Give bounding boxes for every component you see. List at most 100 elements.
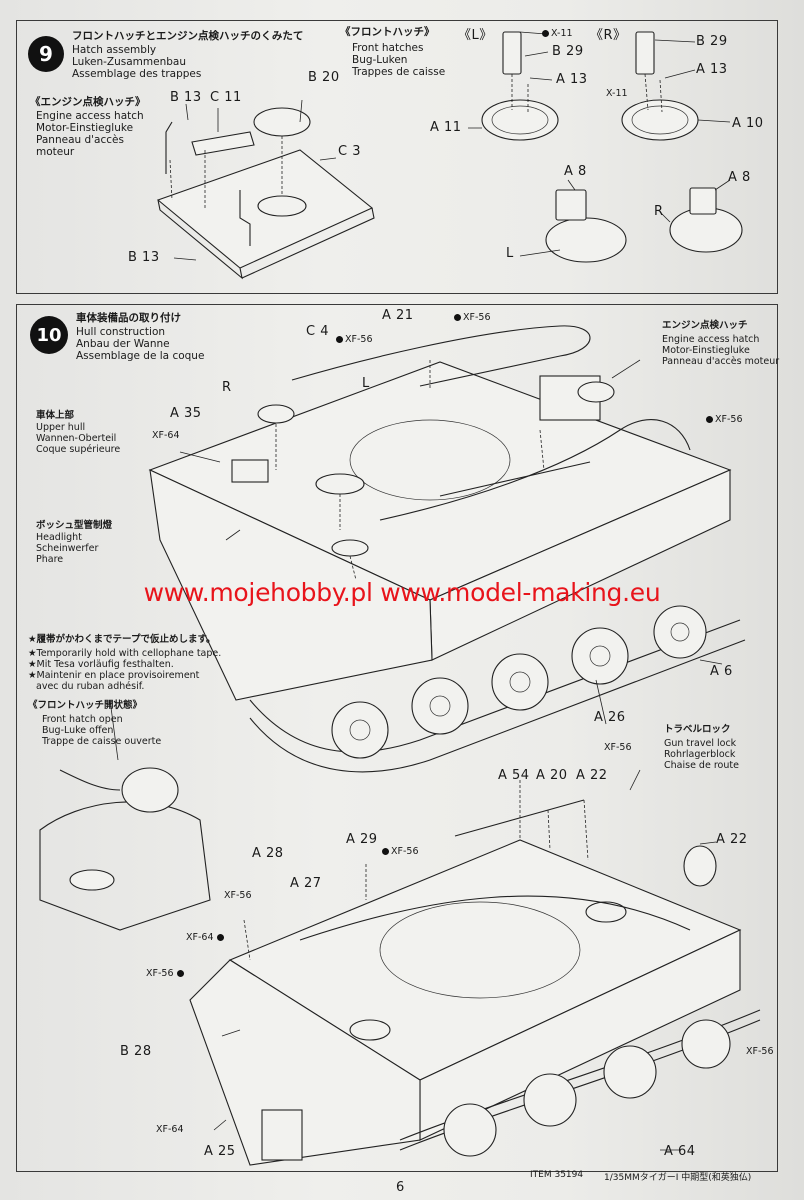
part-a11: A 11 xyxy=(430,120,462,135)
front-hatch-left-label: 《L》 xyxy=(458,28,493,43)
step-10-title-en: Hull construction xyxy=(76,326,166,338)
part-b20: B 20 xyxy=(308,70,340,85)
paint-drop-icon xyxy=(335,335,344,344)
part-a54: A 54 xyxy=(498,768,530,783)
part-x11-right: X-11 xyxy=(606,88,628,99)
paint-code-xf56-b: XF-56 xyxy=(453,312,491,323)
headlight-fr: Phare xyxy=(36,554,64,565)
footer-item-number: ITEM 35194 xyxy=(530,1170,584,1180)
part-a27: A 27 xyxy=(290,876,322,891)
part-a8-left: A 8 xyxy=(564,164,587,179)
upper-hull-jp: 車体上部 xyxy=(36,410,75,421)
paint-drop-icon xyxy=(381,847,390,856)
front-hatch-right-label: 《R》 xyxy=(590,28,627,43)
engine-hatch-10-en: Engine access hatch xyxy=(662,334,760,345)
tape-note-fr1: ★Maintenir en place provisoirement xyxy=(28,670,200,681)
part-a26: A 26 xyxy=(594,710,626,725)
paint-code-xf56-c: XF-56 xyxy=(705,414,743,425)
engine-hatch-title-fr2: moteur xyxy=(36,146,75,158)
front-hatch-open-jp: 《フロントハッチ開状態》 xyxy=(28,700,143,711)
page-number: 6 xyxy=(396,1180,405,1195)
paint-code-xf56-d: XF-56 xyxy=(604,742,632,753)
part-c4: C 4 xyxy=(306,324,329,339)
engine-hatch-title-de: Motor-Einstiegluke xyxy=(36,122,134,134)
part-a6: A 6 xyxy=(710,664,733,679)
tape-note-en: ★Temporarily hold with cellophane tape. xyxy=(28,648,222,659)
part-b29-right: B 29 xyxy=(696,34,728,49)
hull-lower-drawing xyxy=(189,769,761,1166)
engine-hatch-10-fr: Panneau d'accès moteur xyxy=(662,356,780,367)
paint-drop-icon xyxy=(175,969,185,978)
paint-code-xf64-b-text: XF-64 xyxy=(186,932,214,943)
part-b13-top: B 13 xyxy=(170,90,202,105)
part-a22-right: A 22 xyxy=(716,832,748,847)
step-9-frame xyxy=(16,20,778,294)
paint-drop-icon xyxy=(541,29,550,38)
paint-code-xf56-f: XF-56 xyxy=(224,890,252,901)
part-a10: A 10 xyxy=(732,116,764,131)
paint-code-xf56-a: XF-56 xyxy=(335,334,373,345)
gun-lock-jp: トラベルロック xyxy=(664,724,731,735)
part-c11: C 11 xyxy=(210,90,242,105)
paint-drop-icon xyxy=(453,313,462,322)
front-hatches-title-en: Front hatches xyxy=(352,42,424,54)
engine-hatch-title-fr1: Panneau d'accès xyxy=(36,134,124,146)
tape-note-de: ★Mit Tesa vorläufig festhalten. xyxy=(28,659,174,670)
part-c3: C 3 xyxy=(338,144,361,159)
paint-code-xf64-b: XF-64 xyxy=(186,932,226,943)
engine-hatch-10-de: Motor-Einstiegluke xyxy=(662,345,750,356)
part-a22-top: A 22 xyxy=(576,768,608,783)
front-hatch-open-inset-drawing xyxy=(39,699,211,931)
engine-hatch-title-en: Engine access hatch xyxy=(36,110,144,122)
engine-hatch-title-jp: 《エンジン点検ハッチ》 xyxy=(30,96,146,108)
gun-lock-en: Gun travel lock xyxy=(664,738,737,749)
paint-drop-icon xyxy=(705,415,714,424)
headlight-jp: ボッシュ型管制燈 xyxy=(36,520,113,531)
front-hatch-open-de: Bug-Luke offen xyxy=(42,725,114,736)
paint-code-xf56-g: XF-56 xyxy=(146,968,186,979)
paint-code-xf56-e: XF-56 xyxy=(381,846,419,857)
step-10-title-de: Anbau der Wanne xyxy=(76,338,170,350)
part-a29: A 29 xyxy=(346,832,378,847)
paint-code-xf56-c-text: XF-56 xyxy=(715,414,743,425)
paint-code-xf56-b-text: XF-56 xyxy=(463,312,491,323)
step-9-number: 9 xyxy=(28,36,64,72)
part-x11-left: X-11 xyxy=(541,28,573,39)
front-hatch-open-fr: Trappe de caisse ouverte xyxy=(42,736,162,747)
upper-hull-en: Upper hull xyxy=(36,422,86,433)
upper-hull-fr: Coque supérieure xyxy=(36,444,121,455)
part-a20: A 20 xyxy=(536,768,568,783)
step-10-title-fr: Assemblage de la coque xyxy=(76,350,205,362)
part-b29-left: B 29 xyxy=(552,44,584,59)
step-10-frame xyxy=(16,304,778,1172)
part-l-step9: L xyxy=(506,246,514,261)
step-10-number: 10 xyxy=(30,316,68,354)
upper-hull-de: Wannen-Oberteil xyxy=(36,433,117,444)
hull-upper-drawing xyxy=(148,325,746,773)
paint-code-xf64-a: XF-64 xyxy=(152,430,180,441)
gun-lock-fr: Chaise de route xyxy=(664,760,739,771)
front-hatches-title-de: Bug-Luken xyxy=(352,54,408,66)
part-a21: A 21 xyxy=(382,308,414,323)
step-9-title-jp: フロントハッチとエンジン点検ハッチのくみたて xyxy=(72,30,304,42)
headlight-de: Scheinwerfer xyxy=(36,543,99,554)
part-l-step10: L xyxy=(362,376,370,391)
gun-lock-de: Rohrlagerblock xyxy=(664,749,736,760)
paint-code-xf56-e-text: XF-56 xyxy=(391,846,419,857)
front-hatch-left-drawing xyxy=(468,31,627,263)
paint-code-xf64-c: XF-64 xyxy=(156,1124,184,1135)
part-a25: A 25 xyxy=(204,1144,236,1159)
paint-code-xf56-a-text: XF-56 xyxy=(345,334,373,345)
footer-kit-title: 1/35MMタイガーI 中期型(和英独仏) xyxy=(604,1173,752,1183)
step-9-title-en: Hatch assembly xyxy=(72,44,157,56)
tape-note-jp: ★履帯がかわくまでテープで仮止めします。 xyxy=(28,634,216,645)
part-a35: A 35 xyxy=(170,406,202,421)
step-10-title-jp: 車体装備品の取り付け xyxy=(76,312,181,324)
part-a64: A 64 xyxy=(664,1144,696,1159)
part-r-step9: R xyxy=(654,204,664,219)
watermark-urls: www.mojehobby.pl www.model-making.eu xyxy=(143,578,661,607)
part-a13-left: A 13 xyxy=(556,72,588,87)
engine-hatch-drawing xyxy=(156,99,375,280)
